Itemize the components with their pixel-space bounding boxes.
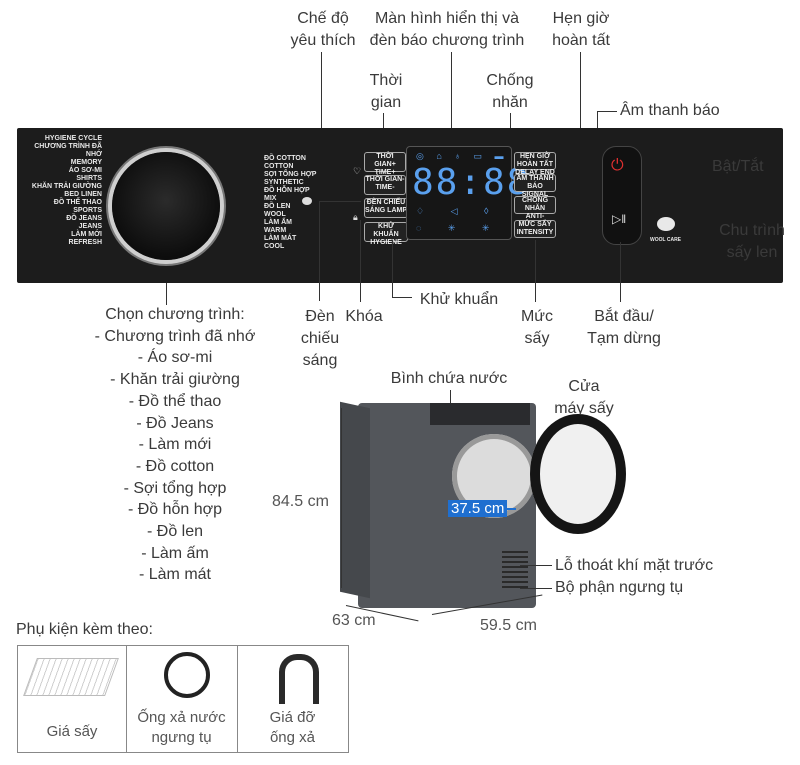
lock-icon: 🔒︎ xyxy=(353,212,358,222)
right-program-list: ĐỒ COTTON COTTON SỢI TỔNG HỢP SYNTHETIC … xyxy=(264,155,317,250)
intensity-button[interactable]: MỨC SẤY INTENSITY xyxy=(514,220,556,238)
delay-end-button[interactable]: HẸN GIỜ HOÀN TẤT DELAY END xyxy=(514,152,556,176)
dry-level-label: Mức sấy xyxy=(520,308,554,347)
display-label: Màn hình hiển thị và đèn báo chương trìn… xyxy=(369,10,525,49)
power-icon[interactable]: ⏻ xyxy=(611,157,624,174)
program-dial[interactable] xyxy=(112,152,220,260)
time-plus-button[interactable]: THỜI GIAN+ TIME+ xyxy=(364,152,406,176)
accessories-table: Giá sấy Ống xả nước ngưng tụ Giá đỡ ống … xyxy=(17,645,349,753)
accessory-name: Ống xả nước ngưng tụ xyxy=(137,709,226,746)
accessory-hose-cell: Ống xả nước ngưng tụ xyxy=(126,646,238,752)
tank-label: Bình chứa nước xyxy=(390,370,508,387)
accessory-rack-cell: Giá sấy xyxy=(18,646,127,752)
hygiene-button[interactable]: KHỬ KHUẨN HYGIENE xyxy=(364,222,408,246)
end-timer-label: Hẹn giờ hoàn tất xyxy=(552,10,610,49)
condenser-label: Bộ phận ngưng tụ xyxy=(555,579,684,596)
vent-label: Lỗ thoát khí mặt trước xyxy=(555,557,714,574)
width-label: 59.5 cm xyxy=(480,617,537,634)
sound-label: Âm thanh báo xyxy=(620,102,720,119)
anti-crease-label: Chống nhăn xyxy=(486,72,534,111)
anti-crease-button[interactable]: CHỐNG NHĂN ANTI-CREASE xyxy=(514,196,556,228)
display-top-icons: ◎ ⌂ ♁ ▭ ▬ ◧ xyxy=(416,151,530,161)
dryer-vent xyxy=(502,548,528,588)
heart-icon: ♡ xyxy=(353,166,362,176)
left-program-list: HYGIENE CYCLE CHƯƠNG TRÌNH ĐÃ NHỚ MEMORY… xyxy=(31,135,102,246)
dryer-door xyxy=(530,414,626,534)
favorite-label: Chế độ yêu thích xyxy=(290,10,356,49)
digit-display: 88:88 xyxy=(412,162,531,203)
hygiene-label: Khử khuẩn xyxy=(419,291,499,308)
door-diameter-label: 37.5 cm xyxy=(448,500,508,517)
dryer-top-panel xyxy=(430,403,530,425)
dryer-side-panel xyxy=(340,401,370,599)
time-label: Thời gian xyxy=(369,72,403,111)
accessory-holder-cell: Giá đỡ ống xả xyxy=(237,646,348,752)
power-label: Bật/Tắt xyxy=(712,158,764,175)
wool-small-icon xyxy=(302,197,312,205)
display-bottom-icons: ◌ ✳ ✳ ✳ xyxy=(416,223,536,233)
display-mid-icons: ♢ ◁ ◊ ♢ xyxy=(416,206,536,216)
hose-holder-icon xyxy=(279,654,319,704)
wool-care-icon xyxy=(657,217,675,231)
start-pause-icon[interactable]: ▷‖ xyxy=(612,212,627,226)
power-start-area xyxy=(602,146,642,245)
door-label: Cửa máy sấy xyxy=(554,378,614,417)
program-list-label: Chọn chương trình: - Chương trình đã nhớ… xyxy=(94,306,256,584)
accessory-name: Giá đỡ ống xả xyxy=(269,709,316,746)
accessory-name: Giá sấy xyxy=(46,723,98,740)
start-pause-label: Bắt đầu/ Tạm dừng xyxy=(587,308,661,347)
lock-label: Khóa xyxy=(345,308,383,325)
height-label: 84.5 cm xyxy=(272,493,329,510)
depth-label: 63 cm xyxy=(332,612,376,629)
lamp-button[interactable]: ĐÈN CHIẾU SÁNG LAMP xyxy=(364,198,408,218)
wool-care-text: WOOL CARE xyxy=(650,237,682,243)
wool-label: Chu trình sấy len xyxy=(719,222,785,261)
accessories-title: Phụ kiện kèm theo: xyxy=(16,621,153,638)
drying-rack-icon xyxy=(23,658,119,696)
drain-hose-icon xyxy=(164,652,210,698)
lamp-label: Đèn chiếu sáng xyxy=(300,308,340,369)
time-minus-button[interactable]: THỜI GIAN- TIME- xyxy=(364,175,406,195)
signal-button[interactable]: ÂM THANH BÁO SIGNAL xyxy=(514,174,556,198)
display-screen xyxy=(406,146,512,240)
